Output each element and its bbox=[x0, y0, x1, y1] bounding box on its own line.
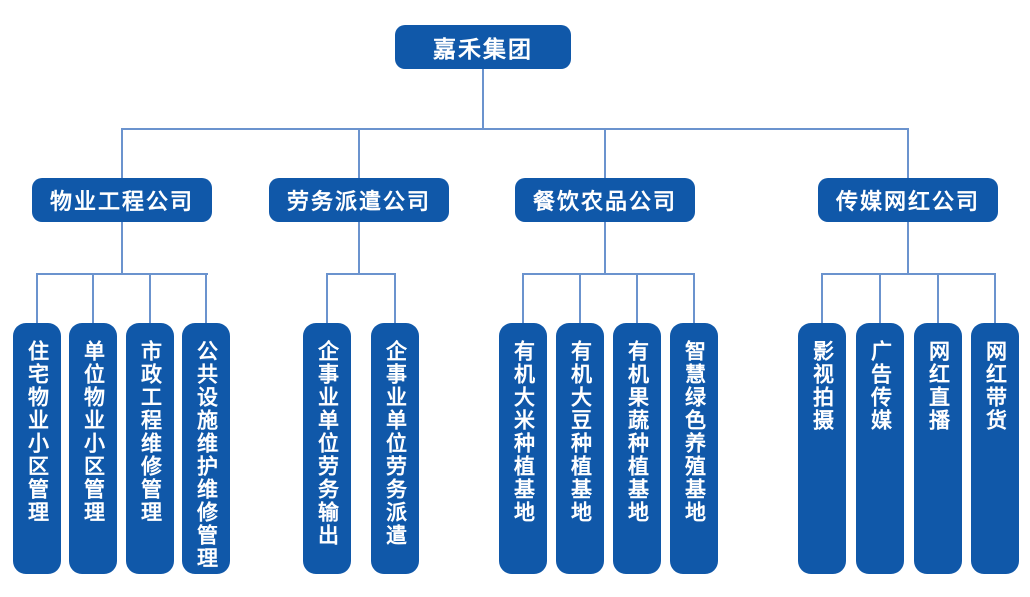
connector-line bbox=[821, 273, 996, 275]
connector-line bbox=[394, 273, 396, 323]
division-label: 住宅物业小区管理 bbox=[25, 340, 50, 524]
division-organic-rice-base: 有机大米种植基地 bbox=[499, 323, 547, 574]
division-influencer-ecommerce: 网红带货 bbox=[971, 323, 1019, 574]
division-influencer-livestream: 网红直播 bbox=[914, 323, 962, 574]
division-municipal-engineering-maintenance: 市政工程维修管理 bbox=[126, 323, 174, 574]
connector-line bbox=[36, 273, 208, 275]
division-film-tv-shooting: 影视拍摄 bbox=[798, 323, 846, 574]
connector-line bbox=[326, 273, 328, 323]
connector-line bbox=[358, 128, 360, 178]
division-advertising-media: 广告传媒 bbox=[856, 323, 904, 574]
connector-line bbox=[121, 128, 123, 178]
root-label: 嘉禾集团 bbox=[433, 37, 533, 63]
division-residential-property-mgmt: 住宅物业小区管理 bbox=[13, 323, 61, 574]
connector-line bbox=[937, 273, 939, 323]
connector-line bbox=[326, 273, 396, 275]
company-node-labor-dispatch: 劳务派遣公司 bbox=[269, 178, 449, 222]
division-label: 影视拍摄 bbox=[810, 340, 835, 432]
company-node-property-engineering: 物业工程公司 bbox=[32, 178, 212, 222]
connector-line bbox=[821, 273, 823, 323]
division-label: 有机大米种植基地 bbox=[511, 340, 536, 524]
company-label: 餐饮农品公司 bbox=[532, 190, 677, 215]
connector-line bbox=[121, 222, 123, 275]
connector-line bbox=[482, 69, 484, 130]
division-label: 智慧绿色养殖基地 bbox=[682, 340, 707, 524]
division-label: 企事业单位劳务派遣 bbox=[383, 340, 408, 547]
division-label: 网红带货 bbox=[983, 340, 1008, 432]
division-label: 市政工程维修管理 bbox=[138, 340, 163, 524]
connector-line bbox=[205, 273, 207, 323]
division-label: 单位物业小区管理 bbox=[81, 340, 106, 524]
company-label: 物业工程公司 bbox=[49, 190, 194, 215]
connector-line bbox=[907, 222, 909, 275]
company-label: 劳务派遣公司 bbox=[286, 190, 431, 215]
connector-line bbox=[604, 222, 606, 275]
connector-line bbox=[604, 128, 606, 178]
connector-line bbox=[149, 273, 151, 323]
company-node-catering-agriculture: 餐饮农品公司 bbox=[515, 178, 695, 222]
connector-line bbox=[636, 273, 638, 323]
company-label: 传媒网红公司 bbox=[835, 190, 980, 215]
division-unit-property-mgmt: 单位物业小区管理 bbox=[69, 323, 117, 574]
connector-line bbox=[36, 273, 38, 323]
connector-line bbox=[879, 273, 881, 323]
root-node: 嘉禾集团 bbox=[395, 25, 571, 69]
division-label: 网红直播 bbox=[926, 340, 951, 432]
connector-line bbox=[693, 273, 695, 323]
division-organic-soybean-base: 有机大豆种植基地 bbox=[556, 323, 604, 574]
connector-line bbox=[579, 273, 581, 323]
connector-line bbox=[522, 273, 524, 323]
division-label: 企事业单位劳务输出 bbox=[315, 340, 340, 547]
division-public-facilities-maintenance: 公共设施维护维修管理 bbox=[182, 323, 230, 574]
division-label: 有机大豆种植基地 bbox=[568, 340, 593, 524]
division-label: 广告传媒 bbox=[868, 340, 893, 432]
division-smart-green-breeding-base: 智慧绿色养殖基地 bbox=[670, 323, 718, 574]
division-label: 有机果蔬种植基地 bbox=[625, 340, 650, 524]
division-organic-produce-base: 有机果蔬种植基地 bbox=[613, 323, 661, 574]
connector-line bbox=[121, 128, 909, 130]
division-labor-dispatch: 企事业单位劳务派遣 bbox=[371, 323, 419, 574]
connector-line bbox=[522, 273, 695, 275]
company-node-media-influencer: 传媒网红公司 bbox=[818, 178, 998, 222]
division-label: 公共设施维护维修管理 bbox=[194, 340, 219, 570]
connector-line bbox=[358, 222, 360, 275]
connector-line bbox=[92, 273, 94, 323]
connector-line bbox=[907, 128, 909, 178]
division-labor-export: 企事业单位劳务输出 bbox=[303, 323, 351, 574]
connector-line bbox=[994, 273, 996, 323]
